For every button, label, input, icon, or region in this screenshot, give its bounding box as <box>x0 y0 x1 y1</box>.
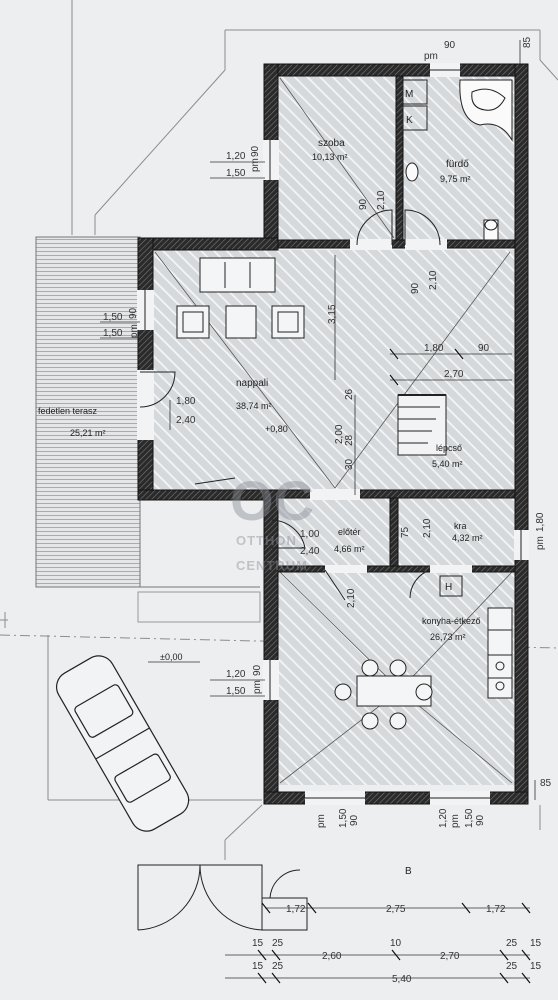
dim-kon-pm: pm <box>252 680 263 694</box>
dim-bot-120: 1,20 <box>438 808 449 828</box>
watermark-logo: OC <box>230 469 314 532</box>
dim-nap-a: 1,50 <box>103 312 123 323</box>
room-name-lepcso: lépcső <box>436 443 462 453</box>
dim-bot-90b: 90 <box>475 814 486 826</box>
dim-kon-90: 90 <box>252 664 263 676</box>
dim-elo-75: 75 <box>400 526 411 538</box>
staircase <box>397 394 447 456</box>
level-plus080: +0,80 <box>265 424 288 434</box>
dim-szoba-pm: pm <box>250 158 261 172</box>
kitchen-furniture <box>334 575 513 730</box>
dim-top-85: 85 <box>522 36 533 48</box>
dim-szoba-a: 1,20 <box>226 151 246 162</box>
dim-b1-275: 2,75 <box>386 904 406 915</box>
dim-bot-90a: 90 <box>349 814 360 826</box>
dim-b3-15a: 15 <box>252 961 264 972</box>
dim-door-90: 90 <box>358 198 369 210</box>
watermark-line2: CENTRUM <box>236 558 308 573</box>
gate <box>137 864 308 931</box>
room-name-szoba: szoba <box>318 138 345 149</box>
dim-kon-a: 1,20 <box>226 669 246 680</box>
dimension-ticks <box>257 348 531 984</box>
dim-b2-15a: 15 <box>252 938 264 949</box>
dim-nap-pm: pm <box>129 324 140 338</box>
dim-v-28: 28 <box>344 434 355 446</box>
watermark-line1: OTTHON <box>236 533 297 548</box>
level-zero: ±0,00 <box>160 652 182 662</box>
dim-stair-90: 90 <box>478 343 490 354</box>
room-area-eloter: 4,66 m² <box>334 544 365 554</box>
dim-v-26: 26 <box>344 388 355 400</box>
marker-b: B <box>405 866 412 877</box>
room-area-szoba: 10,13 m² <box>312 152 348 162</box>
dim-kon-b: 1,50 <box>226 686 246 697</box>
room-area-lepcso: 5,40 m² <box>432 459 463 469</box>
dim-top-pm: pm <box>424 51 438 62</box>
room-area-konyha: 26,73 m² <box>430 632 466 642</box>
dim-top-90: 90 <box>444 40 456 51</box>
room-name-konyha: konyha-étkező <box>422 616 481 626</box>
dim-b2-260: 2,60 <box>322 951 342 962</box>
dim-stair-270: 2,70 <box>444 369 464 380</box>
dim-b1-172b: 1,72 <box>486 904 506 915</box>
dim-win-180: 1,80 <box>176 396 196 407</box>
door-swings <box>139 209 441 601</box>
dim-right-180: 1,80 <box>535 512 546 532</box>
marker-k: K <box>406 115 413 126</box>
marker-m: M <box>405 89 413 100</box>
dim-b3-540: 5,40 <box>392 974 412 985</box>
dim-nap-90: 90 <box>128 307 139 319</box>
room-area-furdo: 9,75 m² <box>440 174 471 184</box>
dim-b2-15b: 15 <box>530 938 542 949</box>
windows <box>144 69 522 799</box>
room-name-nappali: nappali <box>236 378 268 389</box>
room-name-eloter: előtér <box>338 527 361 537</box>
room-name-terasz: fedetlen terasz <box>38 406 98 416</box>
room-name-kamra: kra <box>454 521 467 531</box>
dim-win-240: 2,40 <box>176 415 196 426</box>
dim-szoba-90: 90 <box>250 145 261 157</box>
dim-right-pm: pm <box>535 536 546 550</box>
dim-stair-180: 1,80 <box>424 343 444 354</box>
dim-bot-pm2: pm <box>450 814 461 828</box>
marker-h: H <box>445 582 452 593</box>
bathroom-fixtures <box>402 79 513 241</box>
dim-b2-25a: 25 <box>272 938 284 949</box>
dim-elo-240: 2,40 <box>300 546 320 557</box>
dim-nap-b: 1,50 <box>103 328 123 339</box>
dim-b3-25b: 25 <box>506 961 518 972</box>
room-area-nappali: 38,74 m² <box>236 401 272 411</box>
dim-k-90: 90 <box>410 282 421 294</box>
room-name-furdo: fürdő <box>446 159 469 170</box>
room-labels: szoba 10,13 m² fürdő 9,75 m² nappali 38,… <box>38 138 483 642</box>
dim-stairs-v: 2,10 <box>346 588 357 608</box>
dim-right-85: 85 <box>540 778 552 789</box>
dim-bot-pm1: pm <box>316 814 327 828</box>
dim-elo-100: 1,00 <box>300 529 320 540</box>
dim-b3-25a: 25 <box>272 961 284 972</box>
dim-szoba-b: 1,50 <box>226 168 246 179</box>
watermark: OC OTTHON CENTRUM <box>230 469 314 573</box>
dim-k-210: 2,10 <box>428 270 439 290</box>
car <box>56 655 190 832</box>
room-area-kamra: 4,32 m² <box>452 533 483 543</box>
dim-bot-150b: 1,50 <box>464 808 475 828</box>
dim-door-210: 2,10 <box>376 190 387 210</box>
openings <box>137 63 529 805</box>
dim-b3-15b: 15 <box>530 961 542 972</box>
dimension-texts: pm 90 85 1,20 1,50 pm 90 90 2,10 1,50 1,… <box>103 36 552 985</box>
dim-bot-150a: 1,50 <box>338 808 349 828</box>
dim-elo-210: 2,10 <box>422 518 433 538</box>
dim-b1-172a: 1,72 <box>286 904 306 915</box>
dim-b2-25b: 25 <box>506 938 518 949</box>
terrace-deck <box>35 236 141 588</box>
dim-v-200: 2,00 <box>334 424 345 444</box>
room-area-terasz: 25,21 m² <box>70 428 106 438</box>
dim-v-315: 3,15 <box>327 304 338 324</box>
living-furniture <box>176 257 305 485</box>
dim-b2-10: 10 <box>390 938 402 949</box>
dim-b2-270: 2,70 <box>440 951 460 962</box>
dim-v-30: 30 <box>344 458 355 470</box>
